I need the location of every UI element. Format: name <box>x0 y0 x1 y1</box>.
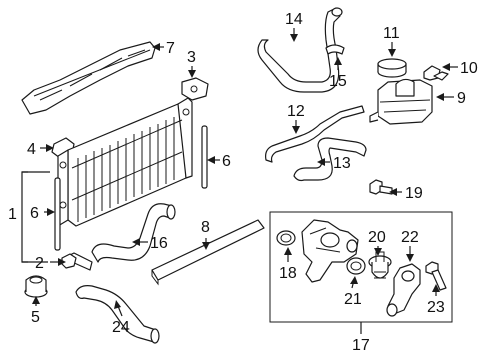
part-5-isolator <box>24 275 48 298</box>
leader-lines <box>21 28 458 334</box>
part-20-thermostat <box>368 251 392 279</box>
thermostat-housing <box>301 219 359 283</box>
callout-1: 1 <box>8 206 17 223</box>
callout-17: 17 <box>352 337 370 354</box>
part-3-bracket <box>181 77 209 101</box>
part-6-seal-right <box>201 125 208 189</box>
part-14-upper-hose <box>257 7 343 93</box>
part-23-bolt <box>425 261 447 291</box>
part-8-foam-seal <box>151 219 265 286</box>
part-10-bolt <box>423 65 449 81</box>
part-7-upper-deflector <box>21 41 156 115</box>
part-11-reservoir-cap <box>377 58 407 78</box>
callout-12: 12 <box>287 103 305 120</box>
callout-6-right: 6 <box>222 153 231 170</box>
callout-5: 5 <box>31 309 40 326</box>
part-6-seal-left <box>54 177 61 251</box>
callout-20: 20 <box>368 229 386 246</box>
callout-24: 24 <box>112 319 130 336</box>
part-12-hose <box>265 105 365 163</box>
callout-8: 8 <box>201 219 210 236</box>
part-18-o-ring <box>276 230 296 246</box>
callout-23: 23 <box>427 299 445 316</box>
callout-3: 3 <box>187 49 196 66</box>
part-15-clamp <box>325 44 345 55</box>
callout-10: 10 <box>460 60 478 77</box>
callout-4: 4 <box>27 141 36 158</box>
callout-15: 15 <box>329 73 347 90</box>
part-19-bolt <box>369 179 393 195</box>
callout-6-left: 6 <box>30 205 39 222</box>
callout-14: 14 <box>285 11 303 28</box>
callout-16: 16 <box>150 235 168 252</box>
callout-13: 13 <box>333 155 351 172</box>
callout-9: 9 <box>457 90 466 107</box>
part-13-hose <box>293 137 367 182</box>
part-9-coolant-reservoir <box>369 78 433 125</box>
part-21-gasket <box>346 257 366 275</box>
callout-2: 2 <box>35 255 44 272</box>
callout-11: 11 <box>383 25 400 42</box>
part-22-housing-cover <box>386 263 421 317</box>
callout-19: 19 <box>405 185 423 202</box>
callout-22: 22 <box>401 229 419 246</box>
part-2-bolt <box>61 252 93 271</box>
part-24-hose <box>75 285 160 344</box>
radiator <box>57 97 193 227</box>
callout-21: 21 <box>344 291 362 308</box>
callout-7: 7 <box>166 40 175 57</box>
callout-labels: 1 2 3 4 5 6 6 7 8 9 10 11 12 13 14 15 16… <box>8 11 478 354</box>
callout-18: 18 <box>279 265 297 282</box>
part-16-lower-hose <box>91 203 176 263</box>
